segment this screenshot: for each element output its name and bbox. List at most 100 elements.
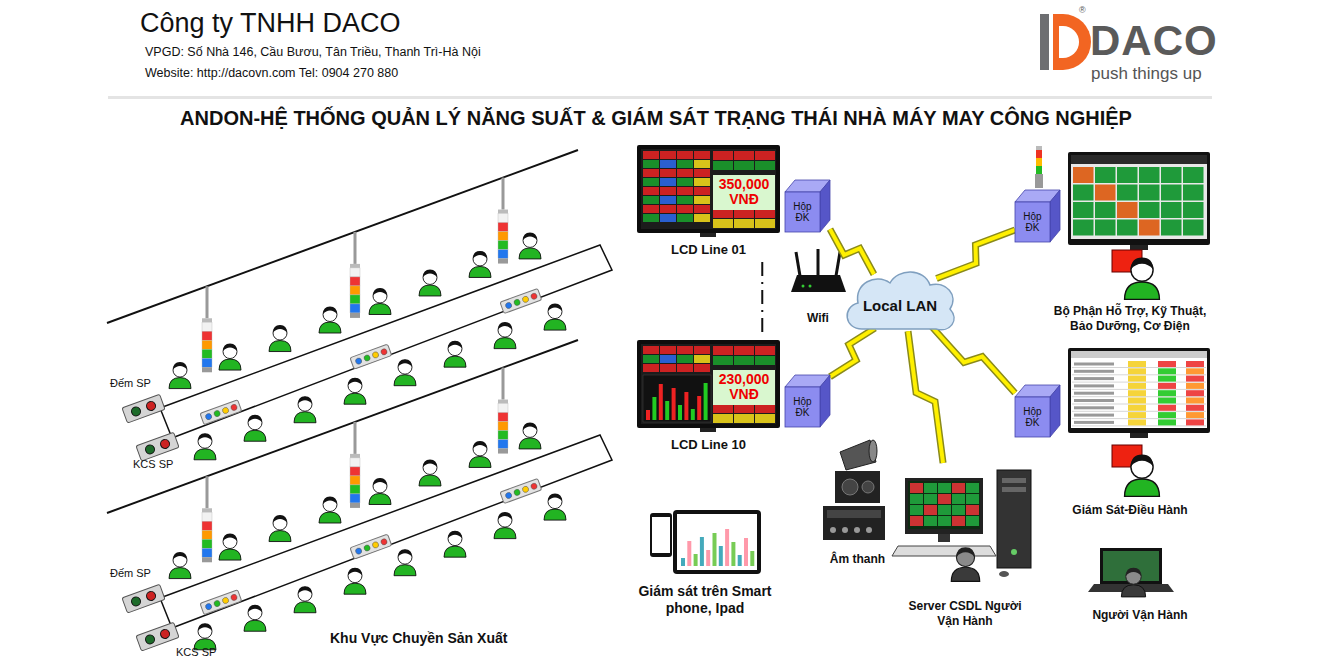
text-label: KCS SP xyxy=(176,646,216,658)
screen-detail-part xyxy=(1074,370,1114,373)
screen-detail-part xyxy=(952,483,965,493)
screen-detail-part xyxy=(1128,383,1146,389)
line-band-part xyxy=(498,250,508,259)
line-band-part xyxy=(122,394,165,423)
node-text: Hộp ĐK xyxy=(788,396,818,418)
line-band-part-part xyxy=(355,357,363,365)
dashed-link xyxy=(762,262,763,336)
line-band-part xyxy=(350,494,360,503)
line-band-part-part xyxy=(159,628,171,640)
control-box: Hộp ĐK xyxy=(1015,190,1060,242)
line-band-part-part xyxy=(355,547,363,555)
wifi-router-part xyxy=(836,252,840,276)
sound-system-part xyxy=(835,471,880,503)
line-band-part xyxy=(244,605,266,632)
text-label: DACO xyxy=(1090,20,1218,62)
screen-detail-part xyxy=(1161,185,1182,201)
screen-detail-part xyxy=(1183,185,1204,201)
screen-detail-part xyxy=(677,214,693,222)
line-band-part xyxy=(500,289,542,314)
line-band-part-part xyxy=(200,590,242,615)
screen-detail-part xyxy=(938,516,951,526)
line-band-part xyxy=(294,396,316,423)
device-node: 350,000 VNĐLCD Line 01 xyxy=(637,145,780,258)
screen-detail-part xyxy=(677,346,693,354)
line-band-part xyxy=(498,413,508,422)
screen-detail-part xyxy=(1072,411,1206,412)
screen-detail-part xyxy=(924,505,937,515)
sound-system-part xyxy=(866,527,872,533)
line-band-part xyxy=(502,178,505,210)
line-band-part xyxy=(519,232,541,258)
line-band-part-part xyxy=(505,302,513,310)
line-band-part-part xyxy=(136,432,179,461)
screen-detail-part xyxy=(713,404,733,413)
line-band-part-part xyxy=(513,489,521,497)
device-node: Server CSDL Người Vận Hành xyxy=(890,463,1040,628)
screen-detail-part xyxy=(734,356,754,365)
bolt-outline xyxy=(830,229,874,274)
wifi-router-part xyxy=(802,285,805,288)
text-label: Đếm SP xyxy=(110,567,151,579)
screen-detail-part xyxy=(755,161,775,170)
node-text: 350,000 VNĐ xyxy=(713,175,775,210)
line-band-part xyxy=(498,404,508,413)
line-band-part xyxy=(354,232,357,264)
screen-detail-part xyxy=(1183,220,1204,236)
line-band-part xyxy=(500,479,542,504)
screen-detail-part xyxy=(1072,396,1206,397)
screen-detail-part xyxy=(713,209,733,218)
screen-detail-part xyxy=(697,396,701,420)
screen-detail-part xyxy=(755,346,775,355)
line-band-part-part xyxy=(530,292,538,300)
screen-detail-part xyxy=(1128,398,1146,404)
node-text: Hộp ĐK xyxy=(788,201,818,223)
wireless-link xyxy=(830,328,875,377)
screen-detail-part xyxy=(694,196,710,204)
sound-system-part xyxy=(842,479,858,495)
screen-detail-part xyxy=(694,214,710,222)
screen-detail-part xyxy=(643,346,659,354)
screen-detail-part xyxy=(1074,414,1114,417)
logo-mark-part xyxy=(1040,14,1049,70)
wifi-router-part xyxy=(817,249,820,276)
screen-detail-part xyxy=(694,151,710,159)
line-band-part xyxy=(544,494,566,521)
line-band-part xyxy=(498,223,508,232)
line-band-part-part xyxy=(144,444,156,456)
line-band-part xyxy=(169,552,191,579)
screen-detail-part xyxy=(1186,412,1204,418)
cube-outline-part xyxy=(785,192,820,232)
screen-detail-part xyxy=(938,494,951,504)
screen-detail-part xyxy=(734,404,754,413)
line-band-part-part xyxy=(522,485,530,493)
wifi-router-part xyxy=(796,252,800,276)
line-band-part-part xyxy=(363,544,371,552)
support-monitor-part xyxy=(1071,155,1207,164)
line-band-part xyxy=(107,150,578,323)
screen-detail-part xyxy=(677,355,693,363)
sound-system-part xyxy=(842,527,848,533)
server-computer-part xyxy=(938,534,950,542)
network-cloud: Local LAN xyxy=(840,265,960,337)
screen-detail-part xyxy=(1128,390,1146,396)
line-band-part-part xyxy=(205,603,213,611)
node-text: Wifi xyxy=(807,311,829,325)
line-band-part xyxy=(498,210,508,214)
screen-detail-part xyxy=(643,364,659,372)
screen-detail-part xyxy=(1095,220,1116,236)
control-box: Hộp ĐK xyxy=(1015,385,1060,437)
node-text: Người Vận Hành xyxy=(1092,608,1187,622)
support-monitor-part xyxy=(1125,257,1160,299)
line-band-part xyxy=(219,344,241,371)
bolt-fill xyxy=(908,331,943,463)
lcd-monitor xyxy=(637,145,780,432)
line-band-part xyxy=(444,531,466,558)
screen-detail-part xyxy=(643,160,659,168)
line-band-part-part xyxy=(144,634,156,646)
screen-detail-part xyxy=(694,205,710,213)
line-band-part xyxy=(350,313,360,318)
screen-detail-part xyxy=(755,219,775,228)
line-band-part xyxy=(206,286,209,318)
screen-detail-part xyxy=(713,219,733,228)
